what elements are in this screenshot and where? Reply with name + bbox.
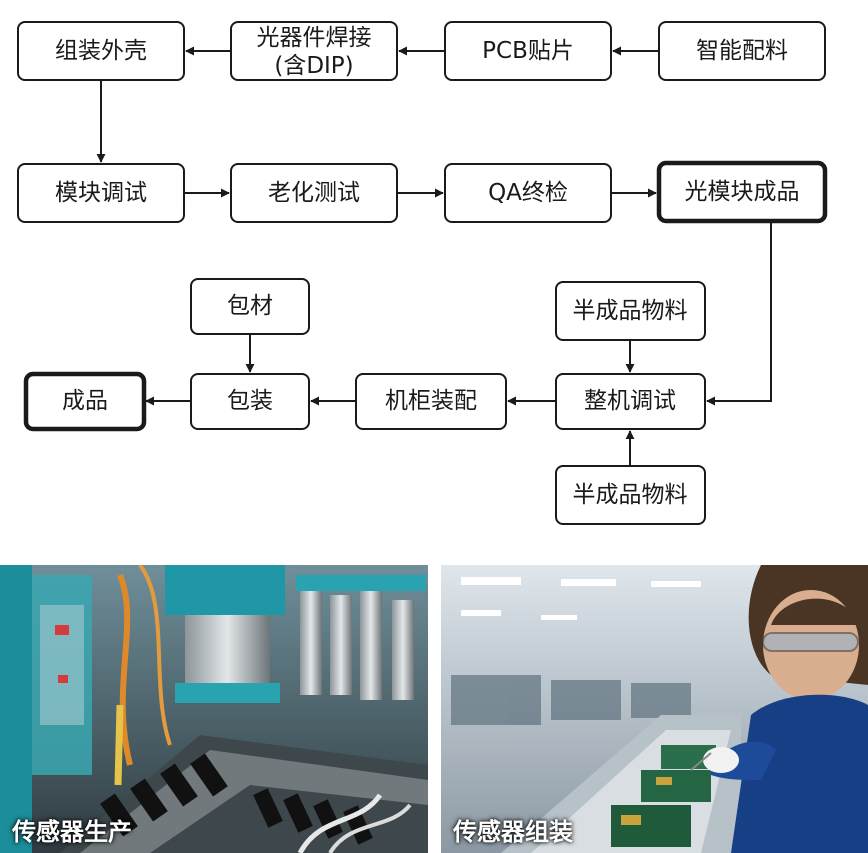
svg-text:组装外壳: 组装外壳 [55, 38, 147, 64]
node-packaging-material: 包材 [190, 278, 310, 335]
node-system-debug: 整机调试 [555, 373, 706, 430]
photo-sensor-production: 传感器生产 [0, 565, 428, 853]
node-optical-module-product: 光模块成品 [656, 160, 828, 224]
node-smart-material: 智能配料 [658, 21, 826, 81]
svg-text:成品: 成品 [62, 388, 108, 414]
svg-text:PCB贴片: PCB贴片 [482, 38, 574, 64]
node-module-debug: 模块调试 [17, 163, 185, 223]
node-semi-material-bottom: 半成品物料 [555, 465, 706, 525]
edge-optical-product-to-system-debug [706, 221, 772, 406]
svg-text:模块调试: 模块调试 [55, 180, 147, 206]
node-packaging: 包装 [190, 373, 310, 430]
svg-text:(含DIP): (含DIP) [274, 53, 353, 79]
node-semi-material-top: 半成品物料 [555, 281, 706, 341]
node-qa-final-inspection: QA终检 [444, 163, 612, 223]
svg-text:光模块成品: 光模块成品 [685, 179, 800, 205]
node-finished-product: 成品 [23, 371, 147, 432]
svg-text:整机调试: 整机调试 [584, 388, 676, 414]
svg-text:半成品物料: 半成品物料 [573, 482, 688, 508]
svg-text:光器件焊接: 光器件焊接 [257, 25, 372, 51]
photo-caption-sensor-assembly: 传感器组装 [453, 818, 573, 846]
photo-sensor-assembly: 传感器组装 [441, 565, 868, 853]
svg-text:机柜装配: 机柜装配 [385, 388, 477, 414]
node-enclosure-assembly: 组装外壳 [17, 21, 185, 81]
node-pcb-smt: PCB贴片 [444, 21, 612, 81]
process-flow-diagram: 组装外壳 光器件焊接 (含DIP) PCB贴片 智能配料 模块调试 老化测试 Q… [17, 21, 828, 525]
svg-text:智能配料: 智能配料 [696, 38, 788, 64]
photo-caption-sensor-production: 传感器生产 [12, 818, 132, 846]
node-aging-test: 老化测试 [230, 163, 398, 223]
node-cabinet-assembly: 机柜装配 [355, 373, 507, 430]
svg-text:半成品物料: 半成品物料 [573, 298, 688, 324]
svg-text:QA终检: QA终检 [488, 180, 568, 206]
svg-text:老化测试: 老化测试 [268, 180, 360, 206]
svg-text:包材: 包材 [227, 293, 273, 319]
svg-text:包装: 包装 [227, 388, 273, 414]
node-optical-soldering: 光器件焊接 (含DIP) [230, 21, 398, 81]
